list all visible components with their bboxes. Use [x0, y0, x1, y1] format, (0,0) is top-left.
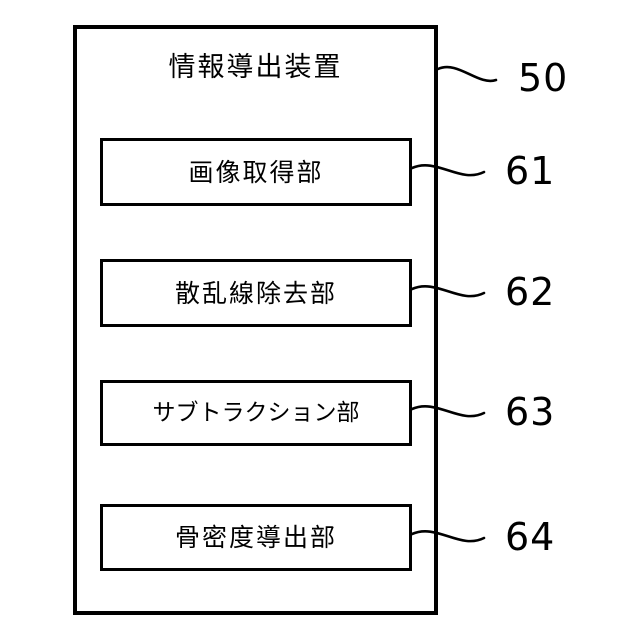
block-label-subtraction-unit: サブトラクション部 — [152, 399, 360, 426]
block-bone-density-derivation-unit: 骨密度導出部 — [100, 504, 412, 571]
block-scattered-radiation-removal-unit: 散乱線除去部 — [100, 259, 412, 327]
page-title: 情報導出装置 — [168, 52, 343, 83]
block-subtraction-unit: サブトラクション部 — [100, 380, 412, 446]
reference-numeral-61: 61 — [505, 149, 556, 193]
leader-line-50 — [436, 65, 498, 83]
reference-numeral-50: 50 — [518, 56, 569, 100]
reference-numeral-64: 64 — [505, 515, 556, 559]
block-image-acquisition-unit: 画像取得部 — [100, 138, 412, 206]
reference-numeral-62: 62 — [505, 270, 556, 314]
block-label-image-acquisition-unit: 画像取得部 — [188, 157, 324, 187]
block-label-bone-density-derivation-unit: 骨密度導出部 — [174, 523, 337, 552]
reference-numeral-63: 63 — [505, 390, 556, 434]
block-label-scattered-radiation-removal-unit: 散乱線除去部 — [174, 278, 337, 308]
